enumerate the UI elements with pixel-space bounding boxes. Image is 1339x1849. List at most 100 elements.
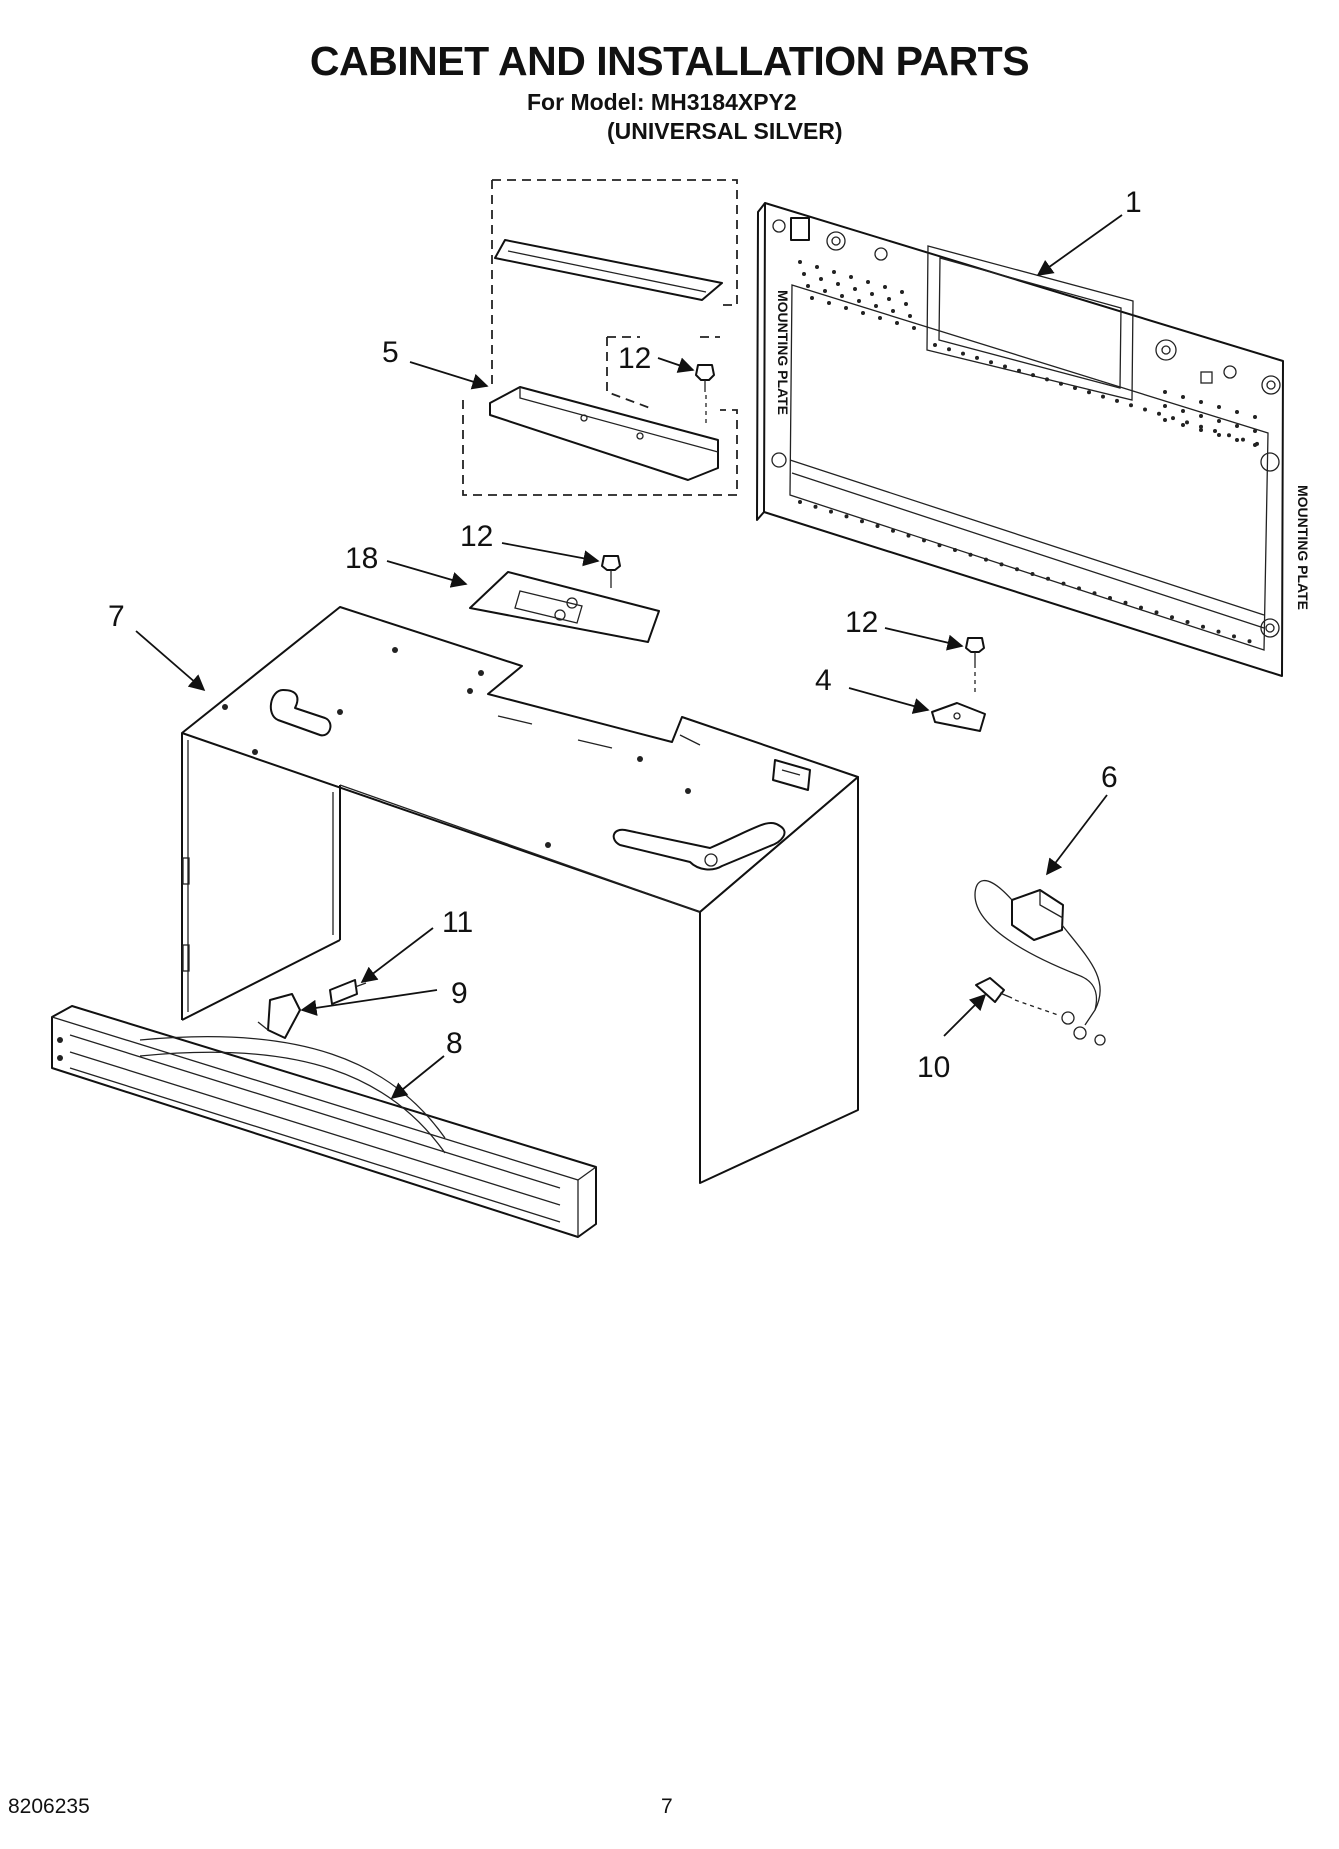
plate-label-right: MOUNTING PLATE	[1295, 485, 1311, 610]
callout-6: 6	[1101, 761, 1118, 794]
callout-18: 18	[345, 542, 378, 575]
plate-hole	[1253, 443, 1257, 447]
plate-hole	[861, 311, 865, 315]
plate-hole	[1059, 381, 1063, 386]
plate-hole	[1247, 639, 1252, 644]
plate-hole	[1235, 424, 1239, 428]
document-number: 8206235	[8, 1795, 90, 1818]
plate-hole	[866, 280, 870, 284]
plate-hole	[1108, 596, 1112, 600]
plate-hole	[1073, 386, 1077, 390]
plate-hole	[1235, 410, 1239, 414]
plate-hole	[1031, 373, 1035, 378]
plate-hole	[1061, 581, 1066, 586]
plate-hole	[933, 343, 937, 347]
screw-11	[329, 979, 367, 1005]
plate-hole	[1227, 433, 1231, 438]
plate-hole	[1087, 390, 1091, 395]
plate-hole	[1046, 576, 1050, 581]
plate-hole	[1213, 429, 1217, 433]
plate-hole	[891, 528, 895, 533]
plate-hole	[912, 326, 916, 330]
damper-top-rail	[494, 239, 723, 301]
page-number: 7	[661, 1795, 673, 1818]
variant-line: (UNIVERSAL SILVER)	[607, 118, 843, 144]
plate-hole	[870, 292, 874, 296]
plate-slot-icon	[790, 217, 810, 241]
plate-hole	[1092, 591, 1097, 596]
plate-hole	[968, 552, 973, 557]
plate-hole	[904, 302, 908, 306]
plate-hole	[819, 277, 823, 281]
plate-hole	[1217, 405, 1221, 409]
plate-hole	[906, 533, 911, 538]
plate-hole	[975, 355, 979, 360]
plate-hole	[1253, 415, 1257, 419]
plate-hole	[1163, 404, 1167, 408]
plate-hole	[895, 321, 899, 325]
plate-hole	[798, 500, 802, 504]
callout-9: 9	[451, 977, 468, 1010]
callout-1: 1	[1125, 186, 1142, 219]
damper-tray	[489, 386, 719, 481]
plate-hole	[857, 299, 861, 303]
callout-10: 10	[917, 1051, 950, 1084]
plate-hole	[849, 275, 853, 279]
plate-hole	[1154, 610, 1159, 615]
plate-hole	[1115, 398, 1119, 403]
plate-hole	[1030, 572, 1035, 576]
plate-hole	[961, 351, 965, 356]
plate-hole	[1170, 615, 1174, 620]
cabinet-wrapper	[181, 606, 859, 1184]
plate-hole	[1199, 428, 1203, 432]
plate-hole	[1077, 586, 1081, 591]
plate-hole	[1185, 620, 1190, 624]
callout-7: 7	[108, 600, 125, 633]
plate-hole	[1171, 416, 1175, 421]
plate-hole	[875, 524, 880, 528]
plate-hole	[891, 309, 895, 313]
screw-12-top	[695, 364, 715, 425]
plate-hole	[1185, 420, 1189, 425]
plate-hole	[1253, 429, 1257, 433]
plate-hole	[1241, 437, 1245, 442]
plate-hole	[953, 548, 957, 552]
plate-hole	[844, 514, 849, 519]
plate-hole	[887, 297, 891, 301]
plate-hole	[1139, 605, 1143, 610]
plate-hole	[1201, 624, 1205, 629]
plate-hole	[883, 285, 887, 289]
mounting-plate: MOUNTING PLATE MOUNTING PLATE	[756, 202, 1311, 677]
plate-hole	[1129, 403, 1133, 408]
plate-label-left: MOUNTING PLATE	[775, 290, 791, 415]
plate-hole	[1232, 634, 1236, 639]
plate-hole	[813, 504, 818, 509]
plate-hole	[1157, 411, 1161, 416]
plate-hole	[832, 270, 836, 274]
model-line: For Model: MH3184XPY2	[527, 89, 797, 115]
plate-hole	[878, 316, 882, 320]
damper-assembly-group	[462, 179, 738, 496]
plate-hole	[1217, 433, 1221, 437]
callout-4: 4	[815, 664, 832, 697]
plate-hole	[947, 347, 951, 352]
callout-11: 11	[442, 906, 473, 939]
plate-hole	[999, 562, 1004, 567]
plate-hole	[900, 290, 904, 294]
leader-lines	[135, 214, 1123, 1100]
plate-hole	[989, 360, 993, 365]
plate-hole	[1216, 629, 1221, 634]
plate-hole	[1163, 418, 1167, 422]
callout-12-bracket: 12	[460, 520, 493, 553]
callout-5: 5	[382, 336, 399, 369]
plate-hole	[1123, 600, 1128, 605]
plate-hole	[1017, 368, 1021, 373]
plate-hole	[823, 289, 827, 293]
plate-hole	[1217, 419, 1221, 423]
plate-hole	[1143, 407, 1147, 412]
plate-hole	[798, 260, 802, 264]
thermal-cutout-harness	[974, 879, 1106, 1046]
plate-hole	[1163, 390, 1167, 394]
plate-hole	[827, 301, 831, 305]
plate-hole	[853, 287, 857, 291]
